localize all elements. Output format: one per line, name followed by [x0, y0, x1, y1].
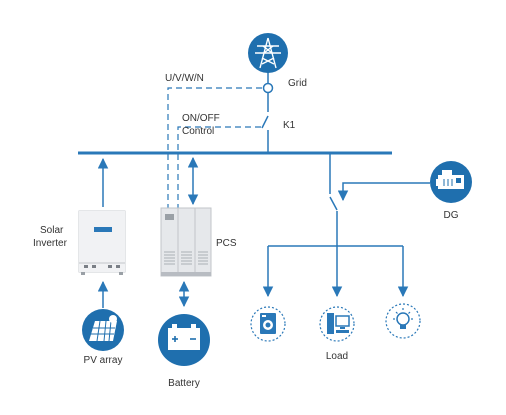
- load-branch: [268, 154, 403, 247]
- pcs-label: PCS: [216, 238, 237, 249]
- on-off-label: ON/OFF: [182, 113, 220, 124]
- solar-label: Solar: [40, 225, 64, 236]
- dg-label: DG: [443, 210, 459, 221]
- battery-label: Battery: [168, 378, 200, 389]
- grid-feeder: [261, 72, 274, 152]
- generator-icon: [430, 161, 472, 203]
- load-label: Load: [325, 351, 349, 362]
- uvwn-label: U/V/W/N: [165, 73, 204, 84]
- grid-label: Grid: [288, 78, 307, 89]
- solar-panel-icon: [82, 309, 124, 351]
- pcs-cabinet: [160, 207, 212, 277]
- transmission-tower-icon: [248, 33, 288, 73]
- light-bulb-icon: [385, 303, 421, 339]
- inverter-label: Inverter: [33, 238, 67, 249]
- pv-array-label: PV array: [83, 355, 123, 366]
- battery-icon: [158, 314, 210, 366]
- k1-label: K1: [283, 120, 296, 131]
- uvwn-dashed-line: [167, 87, 263, 210]
- dg-connection: [337, 182, 430, 202]
- control-label: Control: [182, 126, 215, 137]
- computer-icon: [319, 306, 355, 342]
- solar-inverter-unit: [78, 210, 126, 275]
- control-dashed-line: [177, 126, 265, 210]
- washing-machine-icon: [250, 306, 286, 342]
